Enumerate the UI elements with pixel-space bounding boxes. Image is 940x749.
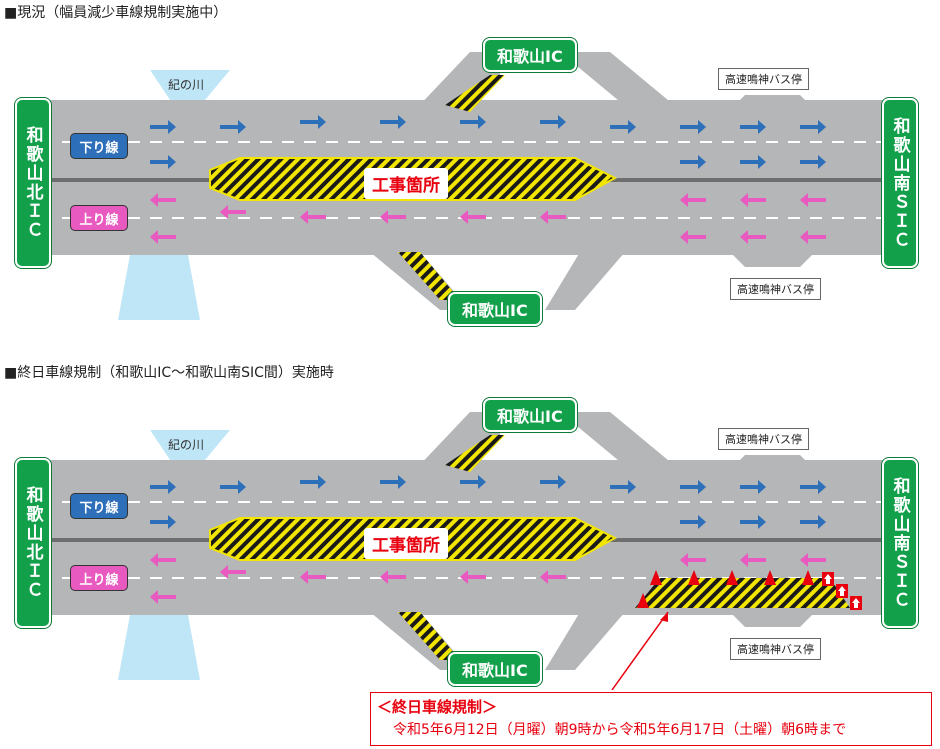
bus-stop-label: 高速鳴神バス停 bbox=[718, 428, 809, 450]
wakayama-ic-sign-bottom: 和歌山IC bbox=[448, 652, 542, 686]
top-diagram: 和歌山北ＩＣ 和歌山南ＳＩＣ 和歌山IC 和歌山IC 下り線 上り線 紀の川 工… bbox=[0, 30, 940, 360]
top-section-title: ■現況（幅員減少車線規制実施中） bbox=[4, 5, 228, 21]
south-sic-sign: 和歌山南ＳＩＣ bbox=[882, 98, 918, 268]
north-ic-sign: 和歌山北ＩＣ bbox=[15, 98, 51, 268]
works-area-ramp bbox=[398, 252, 460, 300]
wakayama-ic-sign-top: 和歌山IC bbox=[483, 38, 577, 72]
traffic-cones bbox=[637, 570, 814, 608]
river-label: 紀の川 bbox=[168, 78, 205, 92]
ramp-top-right bbox=[560, 52, 680, 110]
works-area-ramp bbox=[398, 612, 460, 660]
river bbox=[150, 430, 230, 460]
lane-closure-area bbox=[635, 578, 850, 608]
bottom-road-map bbox=[40, 412, 890, 690]
wakayama-ic-sign-top: 和歌山IC bbox=[483, 398, 577, 432]
south-sic-sign: 和歌山南ＳＩＣ bbox=[882, 458, 918, 628]
up-arrows bbox=[150, 193, 826, 244]
down-arrows bbox=[150, 115, 826, 169]
works-label: 工事箇所 bbox=[364, 528, 448, 559]
bus-stop-label: 高速鳴神バス停 bbox=[730, 638, 821, 660]
bottom-diagram: 和歌山北ＩＣ 和歌山南ＳＩＣ 和歌山IC 和歌山IC 下り線 上り線 紀の川 工… bbox=[0, 390, 940, 720]
restriction-notice: ＜終日車線規制＞ 令和5年6月12日（月曜）朝9時から令和5年6月17日（土曜）… bbox=[370, 692, 932, 746]
works-label: 工事箇所 bbox=[364, 168, 448, 199]
up-lane-label: 上り線 bbox=[70, 565, 128, 591]
ramp-top-left bbox=[415, 412, 500, 470]
river bbox=[150, 70, 230, 100]
bottom-section-title: ■終日車線規制（和歌山IC～和歌山南SIC間）実施時 bbox=[4, 365, 334, 381]
bus-stop-bay bbox=[730, 252, 815, 267]
ramp-top-right bbox=[560, 412, 680, 470]
up-arrows bbox=[150, 553, 826, 604]
bus-stop-label: 高速鳴神バス停 bbox=[730, 278, 821, 300]
river-label: 紀の川 bbox=[168, 438, 205, 452]
works-area-ramp bbox=[445, 75, 505, 112]
ramp-top-left bbox=[415, 52, 500, 110]
arrow-boards bbox=[822, 572, 862, 610]
wakayama-ic-sign-bottom: 和歌山IC bbox=[448, 292, 542, 326]
up-lane-label: 上り線 bbox=[70, 205, 128, 231]
river bbox=[118, 615, 200, 680]
river bbox=[118, 255, 200, 320]
bus-stop-label: 高速鳴神バス停 bbox=[718, 68, 809, 90]
restriction-title: ＜終日車線規制＞ bbox=[377, 698, 498, 716]
bus-stop-bay bbox=[730, 612, 815, 627]
ramp-bottom-right bbox=[545, 612, 625, 670]
works-area-ramp bbox=[445, 435, 505, 472]
callout-line bbox=[611, 611, 669, 690]
north-ic-sign: 和歌山北ＩＣ bbox=[15, 458, 51, 628]
down-lane-label: 下り線 bbox=[70, 133, 128, 159]
ramp-bottom-right bbox=[545, 252, 625, 310]
restriction-period: 令和5年6月12日（月曜）朝9時から令和5年6月17日（土曜）朝6時まで bbox=[393, 722, 847, 738]
down-arrows bbox=[150, 475, 826, 529]
callout-arrowhead bbox=[660, 612, 668, 622]
down-lane-label: 下り線 bbox=[70, 493, 128, 519]
top-road-map bbox=[40, 52, 890, 320]
